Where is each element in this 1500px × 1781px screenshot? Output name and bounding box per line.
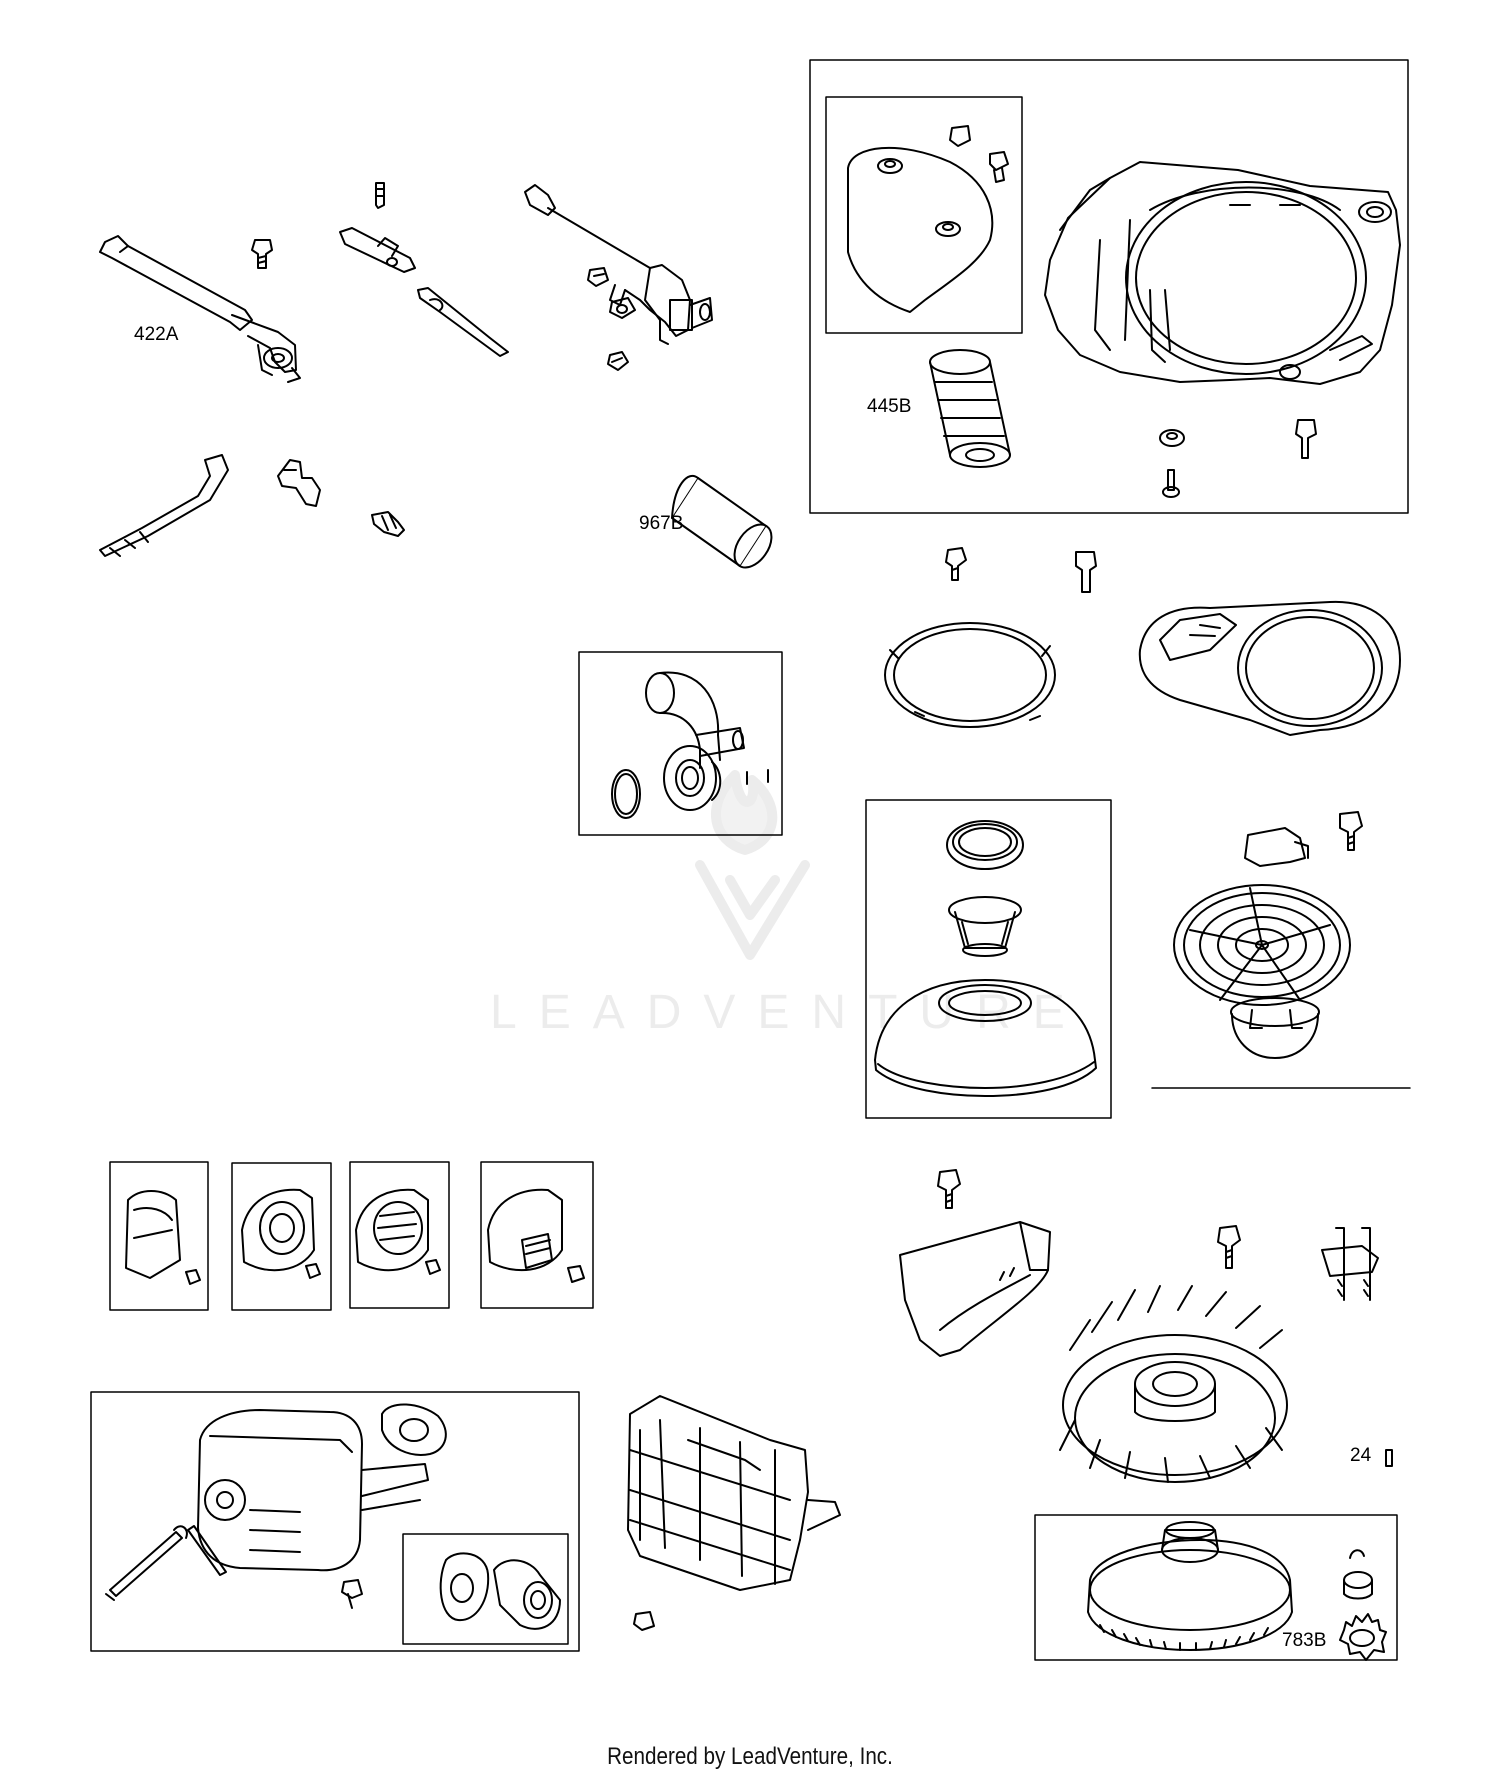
part-guard-2 [241, 1188, 321, 1279]
part-housing-bolt [1295, 419, 1317, 459]
part-screen-retainer [948, 896, 1022, 957]
part-muffler-gasket [381, 1403, 447, 1456]
part-blower-shroud [1138, 600, 1401, 736]
part-housing-nut [1159, 429, 1185, 447]
box-guard-1 [109, 1161, 209, 1311]
part-governor-link-upper [339, 227, 416, 273]
part-muffler-bolts [105, 1525, 227, 1601]
part-ignition-coil-bracket [1321, 1227, 1379, 1301]
watermark-text: LEADVENTURE [490, 986, 1087, 1039]
callout-445b: 445B [867, 396, 912, 417]
part-bracket-clip [609, 297, 636, 319]
part-governor-lever-422a [99, 235, 301, 383]
part-starter-cup [1230, 997, 1320, 1059]
footer-credit: Rendered by LeadVenture, Inc. [607, 1743, 893, 1770]
part-muffler-screw [341, 1579, 363, 1609]
part-flywheel-screen [874, 979, 1097, 1097]
part-rewind-starter [1173, 827, 1351, 1006]
part-housing-cover [847, 146, 994, 313]
part-choke-clip [277, 459, 321, 507]
part-air-filter-445b [929, 349, 1011, 468]
box-guard-3 [349, 1161, 450, 1309]
part-flywheel-783b [1087, 1521, 1293, 1651]
part-air-guide [899, 1221, 1051, 1357]
part-screw-ring-a [945, 547, 967, 581]
part-cover-screw-b [989, 151, 1009, 183]
part-air-filter-967b [671, 475, 773, 569]
part-elbow-gasket [663, 745, 722, 811]
part-flywheel-fan [1059, 1285, 1288, 1483]
box-elbow-kit [578, 651, 783, 836]
part-blower-housing [1044, 161, 1401, 385]
part-elbow-pins [746, 769, 769, 785]
part-flywheel-nut [1343, 1549, 1373, 1600]
box-flywheel-screen [865, 799, 1112, 1119]
part-cage-screw [633, 1611, 655, 1631]
callout-24: 24 [1350, 1445, 1372, 1466]
watermark-logo [695, 770, 810, 960]
box-muffler [90, 1391, 580, 1652]
part-flywheel-screw [1217, 1225, 1241, 1269]
part-choke-link [99, 454, 229, 557]
part-small-nut [587, 267, 609, 287]
part-intake-elbow [645, 671, 745, 769]
callout-422a: 422A [134, 324, 179, 345]
box-cover-kit [825, 96, 1023, 334]
part-guard-1 [125, 1190, 201, 1285]
part-screw-small-b [607, 351, 629, 371]
box-flywheel-783b [1034, 1514, 1398, 1661]
part-o-ring [611, 769, 641, 819]
callout-783b: 783B [1282, 1630, 1327, 1651]
part-screw-ring-b [1075, 551, 1097, 593]
box-guard-4 [480, 1161, 594, 1309]
part-starter-screw [1339, 811, 1363, 851]
part-cover-screw-a [949, 125, 971, 147]
box-guard-2 [231, 1162, 332, 1311]
part-exhaust-gasket [439, 1552, 490, 1622]
part-guard-4 [487, 1188, 585, 1283]
box-exhaust-kit [402, 1533, 569, 1645]
part-flywheel-key-24 [1385, 1449, 1393, 1467]
part-governor-spring [417, 287, 509, 357]
part-starter-clutch-gear [1339, 1613, 1387, 1661]
part-screw-lever [251, 239, 273, 269]
part-muffler-cage [627, 1395, 841, 1591]
part-throttle-bracket [524, 184, 713, 345]
callout-967b: 967B [639, 513, 684, 534]
part-guard-3 [355, 1188, 441, 1275]
part-guide-screw [937, 1169, 961, 1209]
part-screen-disc [946, 820, 1024, 870]
box-blower-housing-group [809, 59, 1409, 514]
part-housing-stud [1162, 469, 1180, 498]
part-pin [375, 182, 385, 209]
part-muffler [197, 1409, 429, 1572]
part-exhaust-flange [493, 1559, 561, 1630]
part-blower-ring [884, 622, 1056, 728]
part-screw-c [371, 511, 405, 537]
